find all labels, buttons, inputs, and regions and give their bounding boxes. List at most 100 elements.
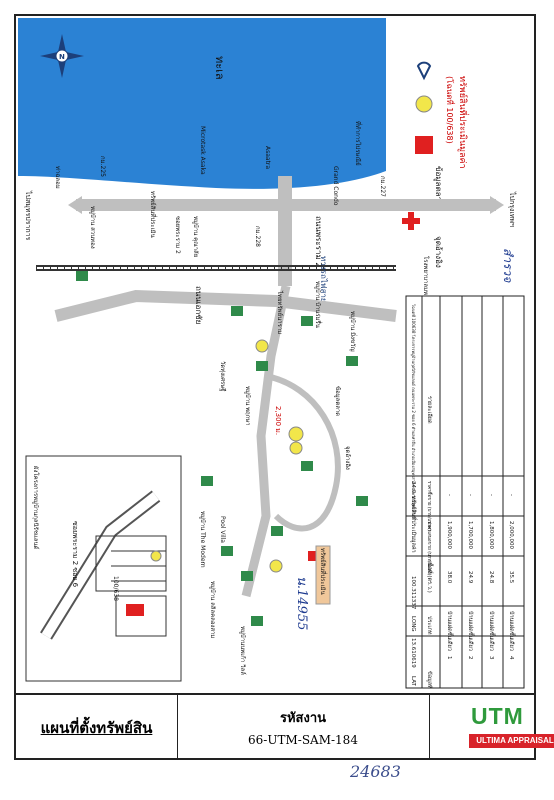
svg-text:หมู่บ้าน มิ่งขวัญ: หมู่บ้าน มิ่งขวัญ [349,311,357,352]
logo-sub-text: ULTIMA APPRAISAL [469,734,554,748]
svg-text:2,000,000: 2,000,000 [508,521,514,549]
svg-text:ไทยทรัพย์นาราม: ไทยทรัพย์นาราม [276,290,284,334]
legend-market-marker [415,95,433,113]
inset-plan: ผังโครงการหมู่บ้านกุลนิรัชแลนด์ ซอยพระรา… [25,455,182,682]
table-subject-label: ทรัพย์สินที่ประเมินมูลค่า [410,496,418,553]
footer-code: รหัสงาน 66-UTM-SAM-184 [177,695,430,760]
svg-text:หมู่บ้าน พฤกษา: หมู่บ้าน พฤกษา [244,386,251,426]
svg-text:N: N [59,53,65,61]
road-branch [241,285,291,598]
market-point-3 [255,339,269,353]
svg-text:บ้านแฝดชั้นเดียว: บ้านแฝดชั้นเดียว [488,611,496,651]
legend: ทรัพย์สินที่ประเมินมูลค่า (โฉนดที่ 100/6… [415,61,470,268]
arrow-left-icon [68,196,82,214]
distance-label: 2,300 ม. [274,406,282,435]
svg-text:ที่ทำการไปรษณีย์: ที่ทำการไปรษณีย์ [354,121,362,166]
svg-text:บ้านแฝดชั้นเดียว: บ้านแฝดชั้นเดียว [446,611,454,651]
footer: แผนที่ตั้งทรัพย์สิน รหัสงาน 66-UTM-SAM-1… [16,693,554,760]
handwritten-plot: น.14955 [294,576,309,630]
company-logo: UTM ULTIMA APPRAISAL [429,695,554,760]
svg-text:หมู่บ้าน บ้านร่มรื่น: หมู่บ้าน บ้านร่มรื่น [314,281,322,328]
table-lat-label: LAT [410,676,416,687]
footer-title: แผนที่ตั้งทรัพย์สิน [16,695,178,760]
col-type: ประเภท [426,616,433,635]
railway-line [36,265,396,271]
legend-subject-marker [415,136,433,154]
table-long-label: LONG [410,616,416,632]
table-long: 100.311337 [410,576,416,610]
svg-text:หมู่บ้าน คุณาลัย: หมู่บ้าน คุณาลัย [192,216,199,257]
svg-text:กม.225: กม.225 [99,156,106,177]
landmark-markers [76,271,368,626]
appraisal-map-sheet: ทะเล N ทรัพย์สินที่ประเมินมูลค่า (โฉนดที… [14,14,554,760]
compass-icon: N [40,34,84,78]
svg-text:1: 1 [446,656,452,660]
svg-text:บ้านแฝดชั้นเดียว: บ้านแฝดชั้นเดียว [467,611,475,651]
code-value: 66-UTM-SAM-184 [248,733,358,747]
logo-main-text: UTM [471,703,524,729]
to-right-label: ไปกรุงเทพฯ [508,191,517,227]
svg-text:24.8: 24.8 [488,571,494,584]
sea-area [18,18,386,189]
legend-market-label: ข้อมูลตลาด [433,166,443,206]
svg-text:-: - [508,494,514,496]
col-trade: ราคาซื้อขาย (บาท/แปลง) [426,481,433,531]
svg-text:ทรัพย์สินที่ประเมิน: ทรัพย์สินที่ประเมิน [149,191,157,238]
market-point-4 [269,559,283,573]
subject-marker [308,551,318,561]
svg-text:หมู่บ้าน ลลิลคลองสาม: หมู่บ้าน ลลิลคลองสาม [209,581,216,638]
svg-text:ข้อมูลตลาด: ข้อมูลตลาด [334,386,341,416]
col-desc: รายละเอียด [426,396,433,424]
svg-text:Pool Villa: Pool Villa [219,516,226,543]
svg-text:วัดทุ่งเศรษฐี: วัดทุ่งเศรษฐี [219,361,227,392]
svg-text:4: 4 [508,656,514,660]
hospital-icon [402,212,420,230]
svg-text:3: 3 [488,656,494,660]
svg-text:Grand Condo: Grand Condo [332,166,339,206]
svg-text:หมู่บ้าน The Modern: หมู่บ้าน The Modern [199,511,206,568]
col-area: เนื้อที่ (ตร.ว.) [426,561,434,593]
road-rama2-label: ถนนพระราม 2 [314,216,323,267]
svg-text:กม.227: กม.227 [379,176,386,197]
market-point-1 [288,426,304,442]
svg-text:2: 2 [467,656,473,660]
inset-plot-label: 100/638 [112,576,119,601]
col-offer: ราคาเสนอขาย (บาท/แปลง) [426,521,432,576]
svg-text:Microtask Asaka: Microtask Asaka [199,126,206,175]
svg-text:ท่าฉลอม: ท่าฉลอม [54,166,61,189]
svg-text:Asaatra: Asaatra [264,146,271,169]
svg-text:24.9: 24.9 [467,571,473,584]
arrow-right-icon [490,196,504,214]
inset-subject-plot [126,604,144,616]
subject-sticker-label: ทรัพย์สินที่ประเมิน [319,548,327,595]
svg-text:ซอยพระราม 2: ซอยพระราม 2 [174,216,181,254]
legend-ref-label: จุดอ้างอิง [434,236,443,268]
svg-text:-: - [488,494,494,496]
table-lat: 13.610619 [410,638,416,668]
market-data-table: LAT 13.610619 LONG 100.311337 ทรัพย์สินท… [405,295,525,689]
code-label: รหัสงาน [279,711,327,726]
market-point-2 [289,441,303,455]
map-labels: กม.225 กม.227 กม.228 ซอยพระราม 2 ท่าฉลอม… [54,121,430,675]
subject-sticker [315,545,331,605]
svg-text:โรงพยาบาลมหาชัย: โรงพยาบาลมหาชัย [422,256,430,306]
svg-text:1,800,000: 1,800,000 [488,521,494,549]
svg-text:-: - [467,494,473,496]
svg-text:35.5: 35.5 [508,571,514,584]
svg-text:กม.228: กม.228 [254,226,261,247]
col-no: ข้อมูลที่ [426,671,434,689]
handwritten-side: สำรวจ [501,248,515,283]
svg-text:38.0: 38.0 [446,571,452,584]
location-map: ทะเล N ทรัพย์สินที่ประเมินมูลค่า (โฉนดที… [18,18,525,689]
svg-text:1,700,000: 1,700,000 [467,521,473,549]
road-coast [76,199,496,211]
svg-text:-: - [446,494,452,496]
legend-title: ทรัพย์สินที่ประเมินมูลค่า [457,76,470,169]
legend-subject-label: (โฉนดที่ 100/638) [445,76,456,144]
sea-label: ทะเล [213,56,226,80]
legend-ref-marker [416,61,432,81]
handwritten-number: 24683 [350,762,401,781]
svg-text:หมู่บ้าน สวนทอง: หมู่บ้าน สวนทอง [89,206,96,249]
railway-label: ทางรถไฟสายใต้ [319,256,328,312]
inset-title: ผังโครงการหมู่บ้านกุลนิรัชแลนด์ [32,466,40,550]
